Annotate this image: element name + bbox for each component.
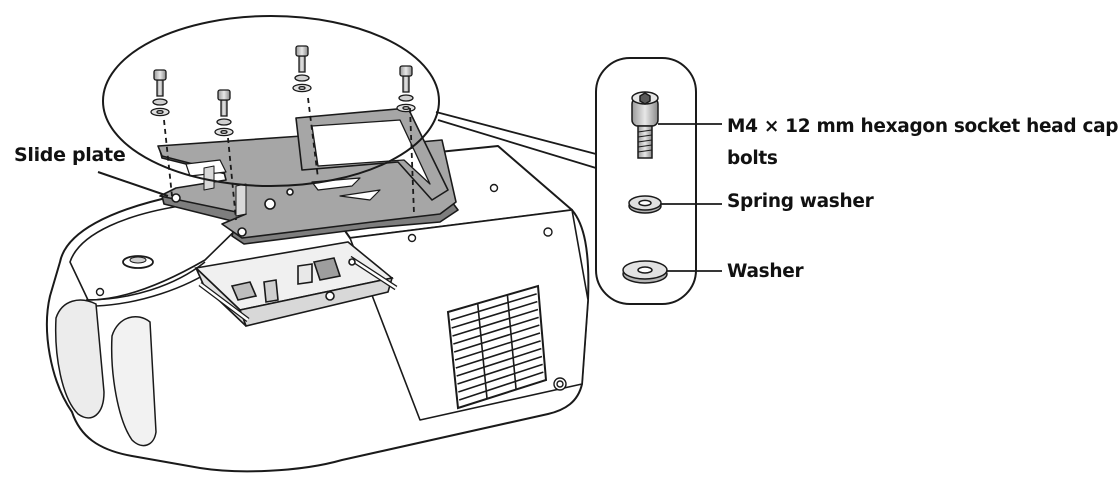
washer-detail: [622, 260, 722, 284]
lens-cover-knob: [95, 255, 154, 297]
cap-bolt-label-line1: M4 × 12 mm hexagon socket head cap: [727, 116, 1118, 137]
slide-plate-leader: [97, 171, 169, 197]
grille-slat: [456, 347, 542, 377]
grille-slat: [453, 324, 540, 353]
spring-washer-detail: [628, 195, 722, 214]
bolt-head: [295, 45, 309, 57]
cap-bolt-label: M4 × 12 mm hexagon socket head cap bolts: [727, 111, 1118, 175]
callout-ellipse: [102, 15, 440, 187]
bolt-stacks: [150, 45, 416, 137]
grille-slat: [457, 355, 543, 385]
projector-screw-holes: [407, 183, 567, 391]
bolt-stack: [292, 45, 312, 93]
bolt-head: [399, 65, 413, 77]
spring-washer-label: Spring washer: [727, 191, 874, 212]
vent-grille: [446, 284, 548, 410]
washer-hole: [298, 86, 306, 90]
bolt-head: [153, 69, 167, 81]
grille-slat: [454, 332, 541, 361]
spring-washer: [294, 74, 310, 82]
grille-slat: [458, 363, 543, 393]
bolt-head: [217, 89, 231, 101]
grille-slat: [450, 293, 537, 321]
grille-slat: [453, 316, 539, 345]
washer-hole: [402, 106, 410, 110]
bolt-stack: [150, 69, 170, 117]
dashed-alignment-lines: [163, 97, 415, 221]
parts-detail-panel: [435, 57, 697, 305]
bolt-shank: [156, 79, 164, 97]
grille-slat: [455, 340, 541, 369]
bolt-shank: [298, 55, 306, 73]
spring-washer: [216, 118, 232, 126]
cap-bolt-detail: [631, 91, 722, 159]
washer-hole: [156, 110, 164, 114]
grille-divider: [476, 303, 488, 399]
slide-plate-label: Slide plate: [14, 144, 126, 166]
cap-bolt-label-line2: bolts: [727, 148, 778, 169]
spring-washer: [398, 94, 414, 102]
bolt-stack: [214, 89, 234, 137]
grille-slat: [458, 371, 544, 401]
grille-divider: [506, 294, 517, 390]
grille-slat: [451, 300, 538, 329]
bolt-shank: [402, 75, 410, 93]
grille-slat: [452, 308, 539, 337]
washer-label: Washer: [727, 261, 804, 282]
center-compartment: [194, 241, 398, 327]
washer-hole: [220, 130, 228, 134]
bolt-stack: [396, 65, 416, 113]
spring-washer: [152, 98, 168, 106]
bolt-shank: [220, 99, 228, 117]
slide-plate: [157, 107, 459, 245]
